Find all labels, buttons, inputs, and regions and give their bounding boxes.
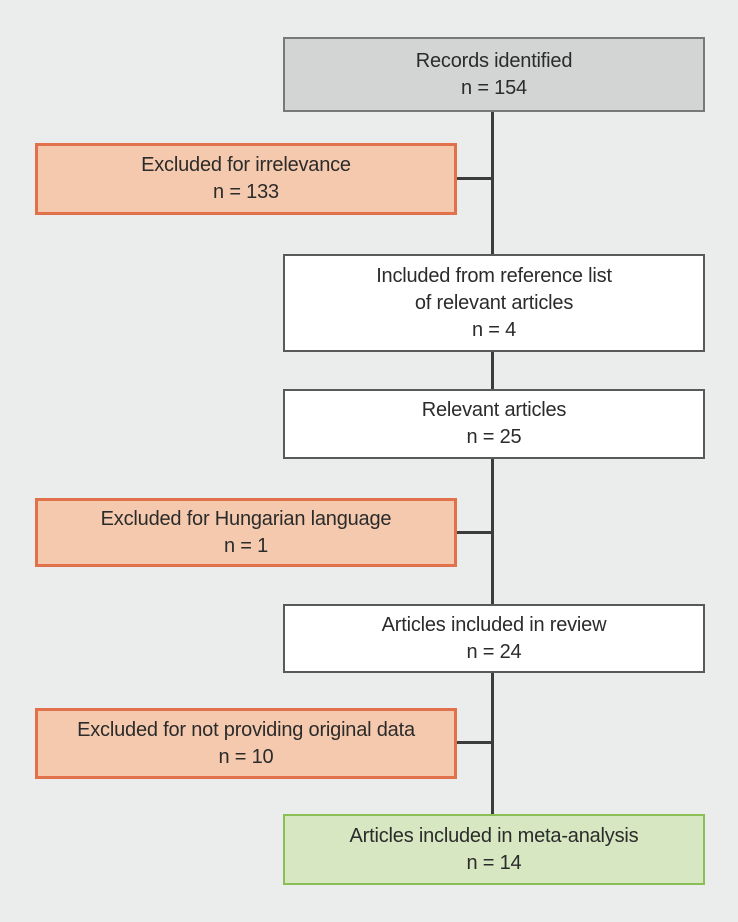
node-label: Articles included in meta-analysis	[349, 824, 639, 847]
node-label: Included from reference list	[376, 264, 612, 287]
node-count: n = 14	[466, 851, 522, 874]
node-count: n = 4	[471, 318, 517, 341]
connector-excluded-hungarian-line	[457, 531, 493, 534]
node-count: n = 133	[213, 181, 279, 203]
node-excluded-hungarian-language: Excluded for Hungarian language n = 1	[35, 498, 457, 567]
node-count: n = 1	[223, 534, 269, 557]
node-label: Records identified	[415, 49, 573, 72]
connector-main-vertical-line	[491, 112, 494, 814]
node-count: n = 25	[466, 426, 522, 448]
node-excluded-irrelevance: Excluded for irrelevance n = 133	[35, 143, 457, 215]
node-count: n = 24	[466, 640, 522, 663]
node-relevant-articles: Relevant articles n = 25	[283, 389, 705, 459]
node-articles-included-in-review: Articles included in review n = 24	[283, 604, 705, 673]
node-articles-included-in-meta-analysis: Articles included in meta-analysis n = 1…	[283, 814, 705, 885]
node-count: n = 10	[218, 745, 274, 768]
node-excluded-not-providing-original-data: Excluded for not providing original data…	[35, 708, 457, 779]
node-label: of relevant articles	[414, 291, 574, 314]
node-label: Excluded for Hungarian language	[100, 507, 392, 530]
node-records-identified: Records identified n = 154	[283, 37, 705, 112]
node-label: Excluded for irrelevance	[141, 154, 351, 176]
connector-excluded-original-data-line	[457, 741, 493, 744]
node-label: Articles included in review	[381, 613, 607, 636]
node-included-from-reference-list: Included from reference list of relevant…	[283, 254, 705, 352]
connector-excluded-irrelevance-line	[457, 177, 493, 180]
node-label: Relevant articles	[421, 399, 567, 421]
node-label: Excluded for not providing original data	[77, 718, 415, 741]
node-count: n = 154	[461, 76, 527, 99]
